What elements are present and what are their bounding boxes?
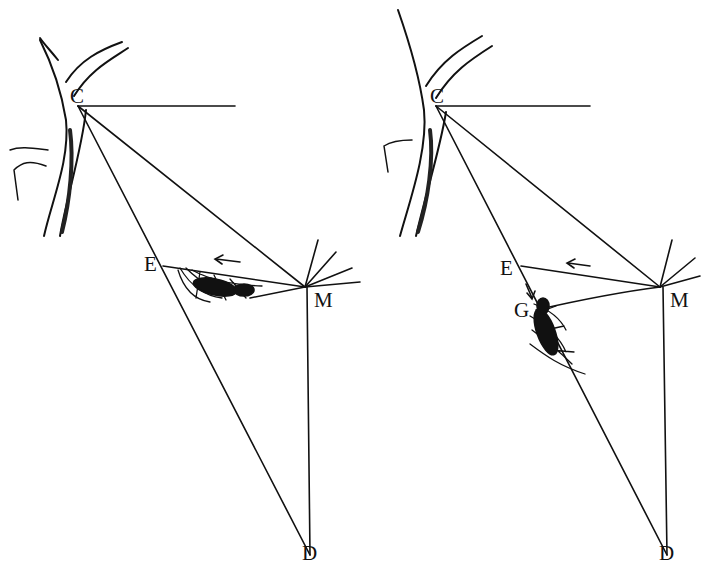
point-label: D [302,543,317,564]
point-label: C [430,86,444,107]
point-label: C [70,86,84,107]
point-label: G [514,300,529,321]
point-label: E [500,258,513,279]
point-label: E [144,254,157,275]
point-label: D [659,543,674,564]
point-label: M [670,290,689,311]
point-label: M [314,290,333,311]
